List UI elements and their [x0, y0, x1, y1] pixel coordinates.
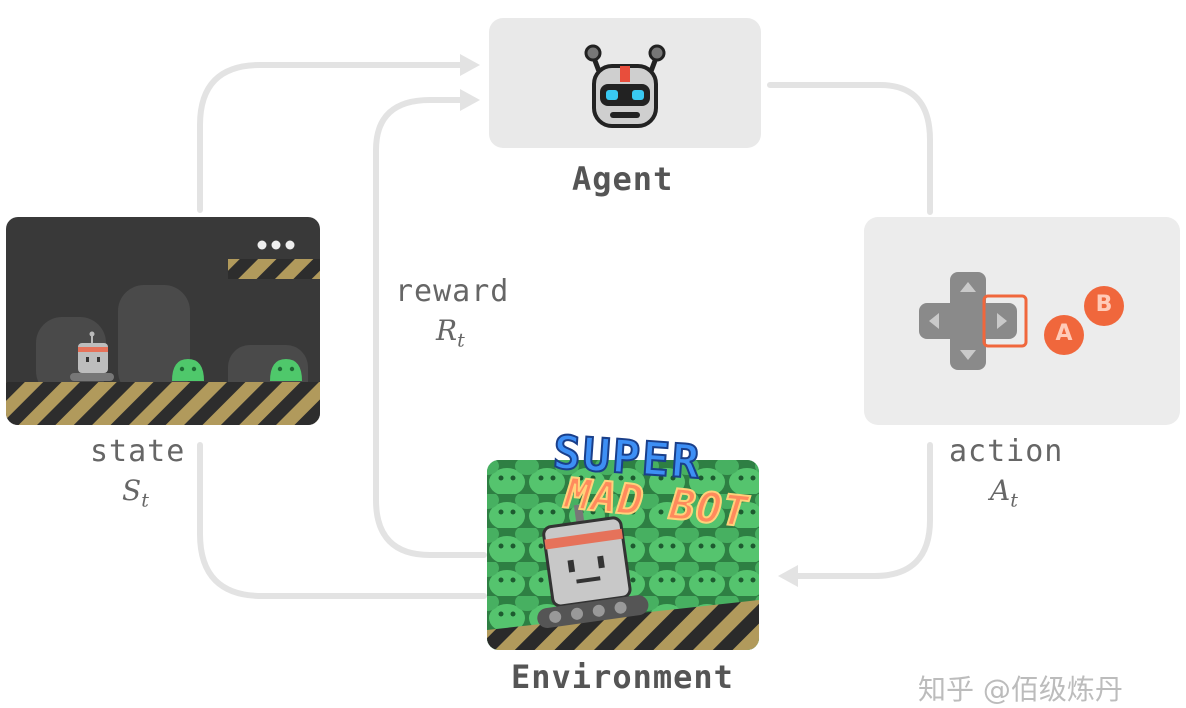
action-box: A B	[864, 217, 1180, 425]
game-cover-art	[487, 460, 759, 650]
agent-label: Agent	[572, 160, 674, 198]
action-label: action	[949, 434, 1064, 469]
state-box	[6, 217, 320, 425]
button-a-label: A	[1055, 321, 1073, 346]
state-game-scene	[6, 240, 320, 425]
env-to-state-arrow	[197, 442, 487, 599]
reward-symbol: Rt	[436, 314, 465, 352]
gamepad-icon	[919, 272, 1124, 370]
environment-label: Environment	[511, 658, 734, 696]
robot-head-icon	[584, 44, 666, 128]
reward-arrow	[373, 97, 487, 558]
state-symbol: St	[122, 474, 149, 512]
action-to-env-arrow	[789, 442, 933, 579]
reward-label: reward	[395, 274, 510, 309]
button-b-label: B	[1095, 292, 1113, 317]
agent-box	[489, 18, 761, 148]
agent-to-action-arrow	[767, 82, 933, 215]
action-symbol: At	[990, 474, 1018, 512]
environment-box	[487, 460, 759, 650]
watermark-text: 知乎 @佰级炼丹	[918, 673, 1123, 706]
state-label: state	[90, 434, 186, 469]
state-to-agent-arrow	[197, 62, 469, 213]
